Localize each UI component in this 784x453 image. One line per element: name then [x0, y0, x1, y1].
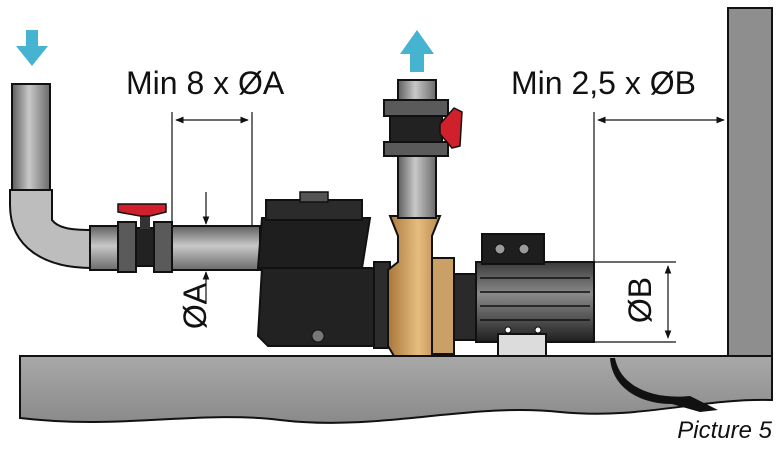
- inlet-valve-body: [135, 227, 155, 267]
- motor-diameter-label: ØB: [622, 276, 658, 324]
- bronze-flange: [431, 257, 455, 355]
- wall: [727, 7, 773, 359]
- outlet-spacing-dimension: [593, 112, 725, 262]
- outlet-valve-union-bottom: [383, 141, 449, 157]
- motor-foot-bolt-right: [534, 326, 542, 334]
- outlet-spacing-label: Min 2,5 x ØB: [511, 65, 696, 101]
- motor-diameter-dimension: [594, 261, 676, 343]
- prefilter-lid: [265, 199, 363, 221]
- inlet-vertical-pipe: [11, 83, 51, 195]
- outlet-valve-handle: [439, 107, 463, 149]
- inlet-valve-stem: [140, 215, 150, 229]
- inlet-spacing-label: Min 8 x ØA: [126, 65, 285, 101]
- arrow-up-icon: [400, 30, 434, 72]
- motor-foot-bolt-left: [504, 326, 512, 334]
- arrow-down-icon: [16, 30, 48, 66]
- pump-drain-plug: [311, 329, 325, 343]
- prefilter-housing: [256, 217, 372, 269]
- picture-caption: Picture 5: [677, 417, 772, 444]
- inlet-spacing-dimension: [171, 112, 253, 226]
- floor-drain: [610, 358, 718, 412]
- inlet-elbow: [9, 189, 93, 270]
- inlet-valve-union-left: [117, 221, 137, 273]
- inlet-valve-handle: [117, 203, 167, 217]
- outlet-valve-union-top: [383, 99, 449, 117]
- motor-coupling: [453, 273, 477, 341]
- floor-slab: [19, 355, 773, 424]
- pump-inlet-pipe: [171, 225, 261, 271]
- prefilter-lid-knob: [299, 191, 329, 203]
- motor-cooling-fins: [480, 277, 590, 321]
- inlet-valve-union-right: [153, 221, 173, 273]
- motor-foot: [497, 333, 547, 357]
- terminal-box-gland-left: [494, 243, 506, 255]
- terminal-box-gland-right: [518, 243, 530, 255]
- inlet-diameter-label: ØA: [177, 282, 213, 330]
- outlet-valve-body: [389, 115, 443, 143]
- motor-terminal-box: [481, 233, 545, 265]
